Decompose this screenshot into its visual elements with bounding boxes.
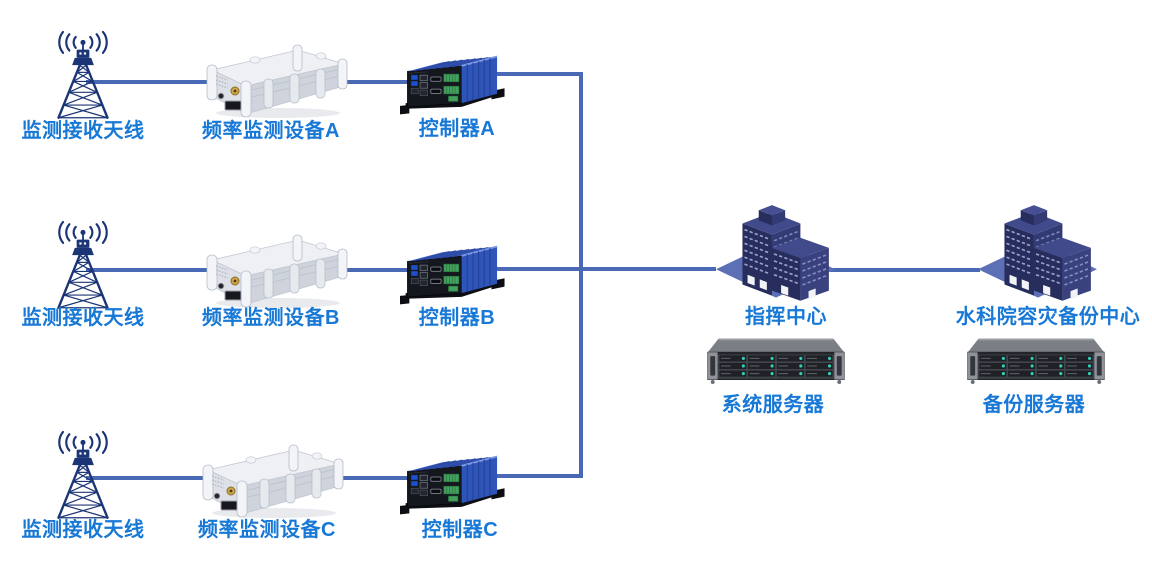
system-server-label: 系统服务器: [721, 394, 825, 416]
controller-label: 控制器C: [421, 519, 499, 541]
controller-icon: [400, 238, 512, 310]
device-label: 频率监测设备A: [202, 120, 340, 142]
connector-antenna-device-c: [86, 476, 217, 480]
connector-controller-c-bus: [484, 474, 583, 478]
backup-center-label: 水科院容灾备份中心: [955, 306, 1141, 328]
command-center-building-icon: [714, 199, 836, 313]
connector-vertical-bus: [579, 72, 583, 478]
connector-controller-b-command-center: [484, 267, 716, 271]
antenna-label: 监测接收天线: [21, 519, 145, 541]
controller-icon: [400, 48, 512, 120]
antenna-label: 监测接收天线: [21, 307, 145, 329]
backup-server-label: 备份服务器: [982, 394, 1086, 416]
device-label: 频率监测设备B: [202, 307, 340, 329]
command-center-label: 指挥中心: [745, 306, 827, 328]
connector-device-controller-a: [334, 80, 414, 84]
antenna-label: 监测接收天线: [21, 120, 145, 142]
controller-label: 控制器B: [418, 307, 496, 329]
antenna-tower-icon: [24, 428, 142, 524]
rack-server-icon: [702, 336, 848, 388]
controller-label: 控制器A: [418, 118, 496, 140]
connector-antenna-device-b: [86, 268, 217, 272]
frequency-monitor-device-icon: [198, 40, 348, 120]
connector-command-backup-center: [830, 268, 980, 272]
connector-device-controller-b: [334, 268, 414, 272]
connector-device-controller-c: [334, 476, 414, 480]
controller-icon: [400, 448, 512, 520]
frequency-monitor-device-icon: [194, 440, 344, 520]
antenna-tower-icon: [24, 218, 142, 314]
device-label: 频率监测设备C: [198, 519, 336, 541]
frequency-monitor-device-icon: [198, 230, 348, 310]
rack-server-icon: [962, 336, 1108, 388]
connector-antenna-device-a: [86, 80, 217, 84]
antenna-tower-icon: [24, 28, 142, 124]
connector-controller-a-bus: [484, 72, 583, 76]
backup-center-building-icon: [976, 199, 1098, 313]
